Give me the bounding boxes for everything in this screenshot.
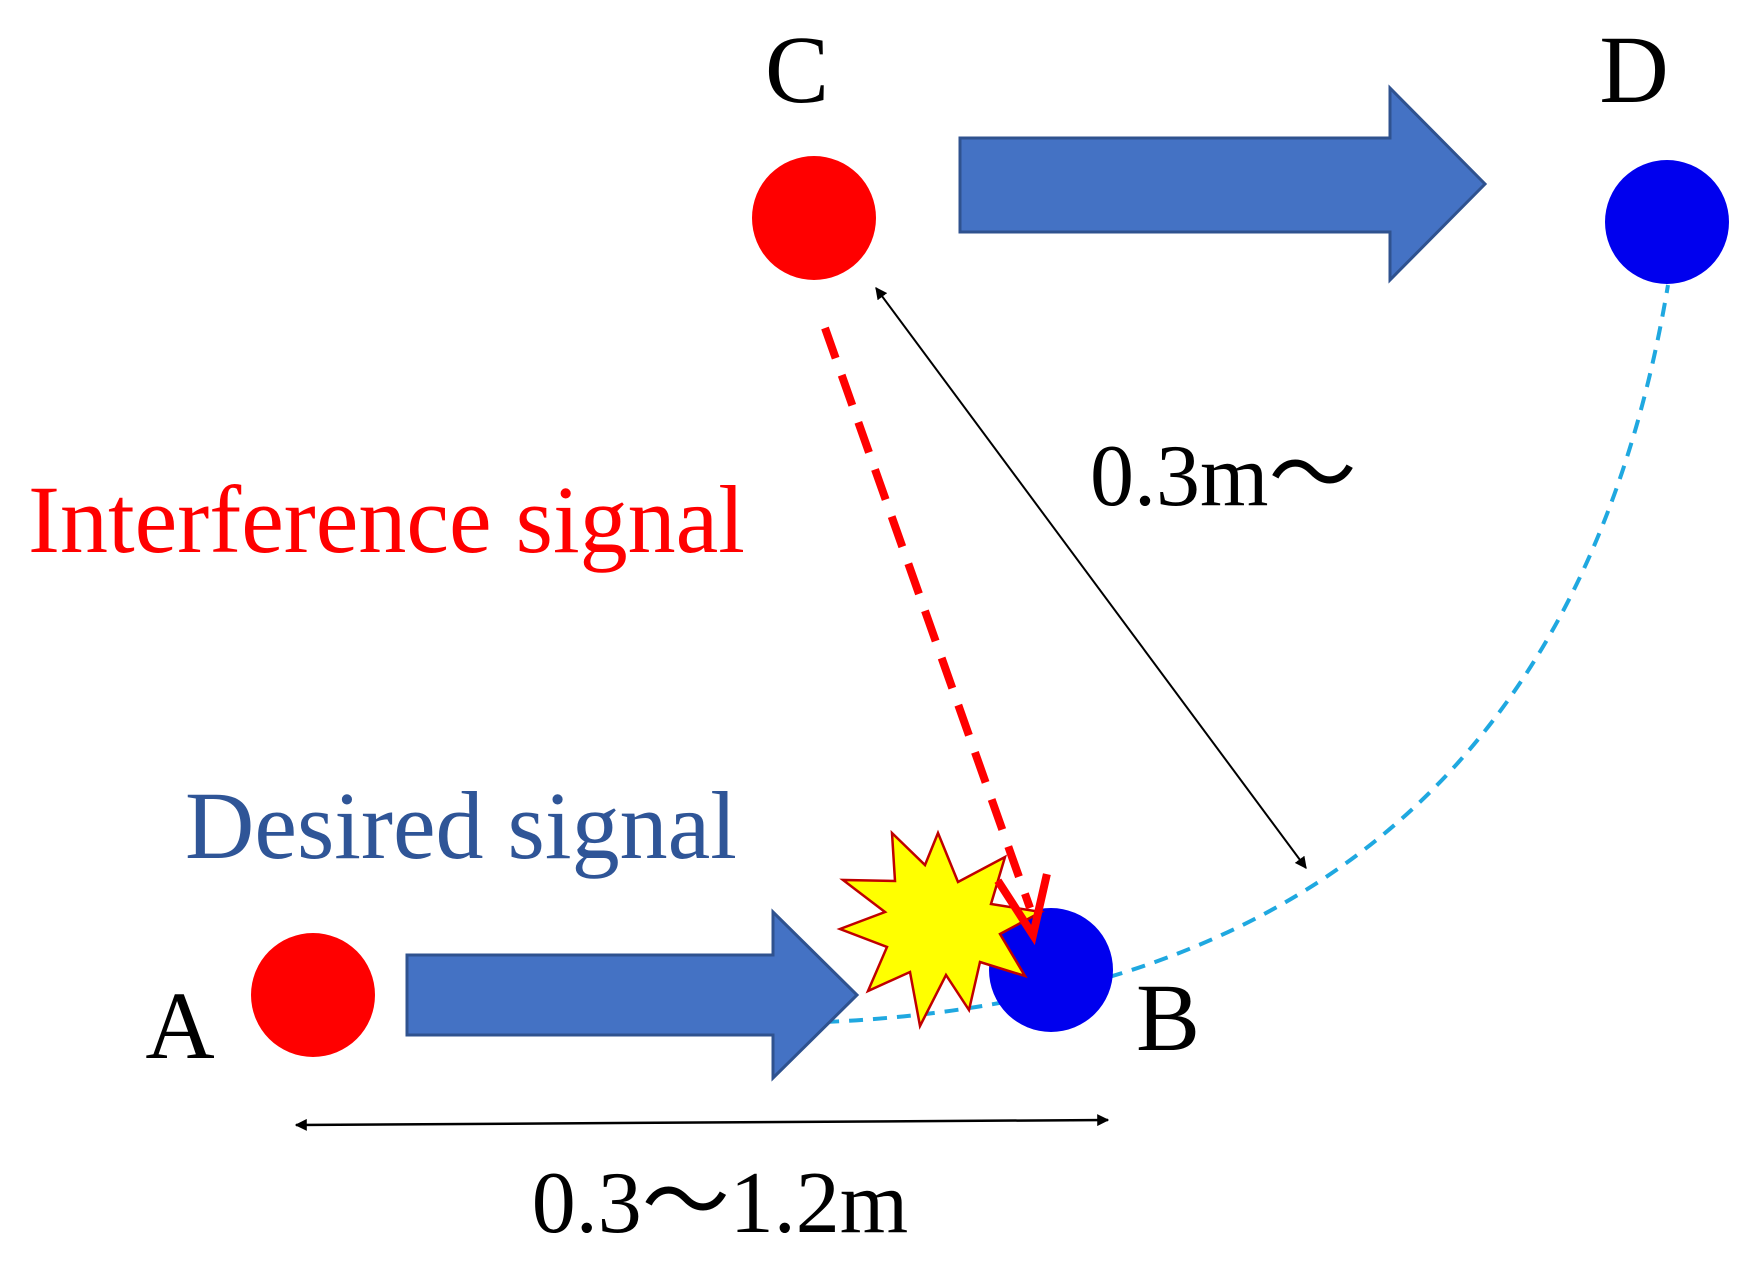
distance-label-c-b: 0.3m～ [1090,428,1356,525]
signal-arrow-c-to-d [958,84,1488,284]
node-c-transmitter [752,156,876,280]
dimension-line-c-b [875,287,1307,869]
interference-signal-label: Interference signal [28,466,745,573]
node-a-label: A [145,972,214,1079]
explosion-starburst-icon [836,829,1045,1030]
interference-arrowhead [994,873,1051,946]
distance-label-a-b: 0.3～1.2m [532,1155,908,1252]
node-b-receiver [989,908,1113,1032]
node-a-transmitter [251,933,375,1057]
signal-arrow-a-to-b [405,908,860,1082]
interference-path [821,326,1034,910]
node-d-label: D [1599,16,1668,123]
node-c-label: C [765,16,829,123]
node-d-receiver [1605,160,1729,284]
desired-signal-label: Desired signal [185,772,737,879]
node-b-label: B [1136,964,1200,1071]
dimension-line-a-b [294,1114,1110,1131]
